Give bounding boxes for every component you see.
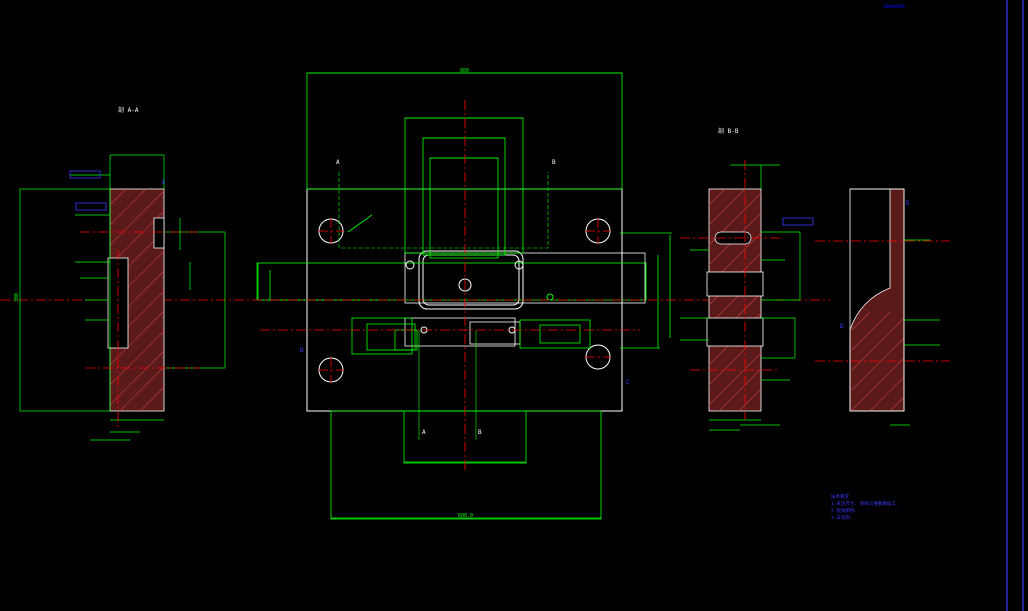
main-plan-view [256, 172, 647, 440]
section-a-bottom-label: A [422, 429, 426, 436]
drawing-labels: bbbbbbb 剖 A-A 剖 B-B A B A B 800 600.0 30… [14, 4, 905, 521]
section-a-top-label: A [336, 159, 340, 166]
note-line-4: 3.去毛刺. [831, 514, 853, 521]
section-a-a-view [19, 154, 226, 441]
partial-side-view [815, 188, 950, 426]
section-b-b-view [680, 160, 801, 431]
datum-tags: D C E E D [69, 170, 910, 386]
note-line-2: 1.未注尺寸, 参照三维数模加工. [831, 500, 899, 507]
top-right-note: bbbbbbb [884, 4, 905, 10]
bottom-width-dimension: 600.0 [458, 513, 473, 519]
svg-text:D: D [300, 347, 304, 354]
view-b-label: 剖 B-B [718, 127, 739, 135]
main-view-centerlines [0, 100, 830, 470]
svg-text:C: C [626, 379, 630, 386]
svg-text:D: D [840, 323, 844, 330]
note-line-3: 2.锐角倒钝. [831, 507, 857, 514]
section-b-bottom-label: B [478, 429, 482, 436]
left-height-dimension: 300 [14, 293, 20, 302]
view-a-label: 剖 A-A [118, 106, 139, 114]
note-line-1: 技术要求 [831, 493, 849, 500]
svg-text:E: E [906, 200, 910, 207]
drawing-frame [1006, 0, 1024, 611]
section-b-top-label: B [552, 159, 556, 166]
overall-width-dimension: 800 [460, 68, 469, 74]
svg-text:E: E [162, 179, 166, 186]
